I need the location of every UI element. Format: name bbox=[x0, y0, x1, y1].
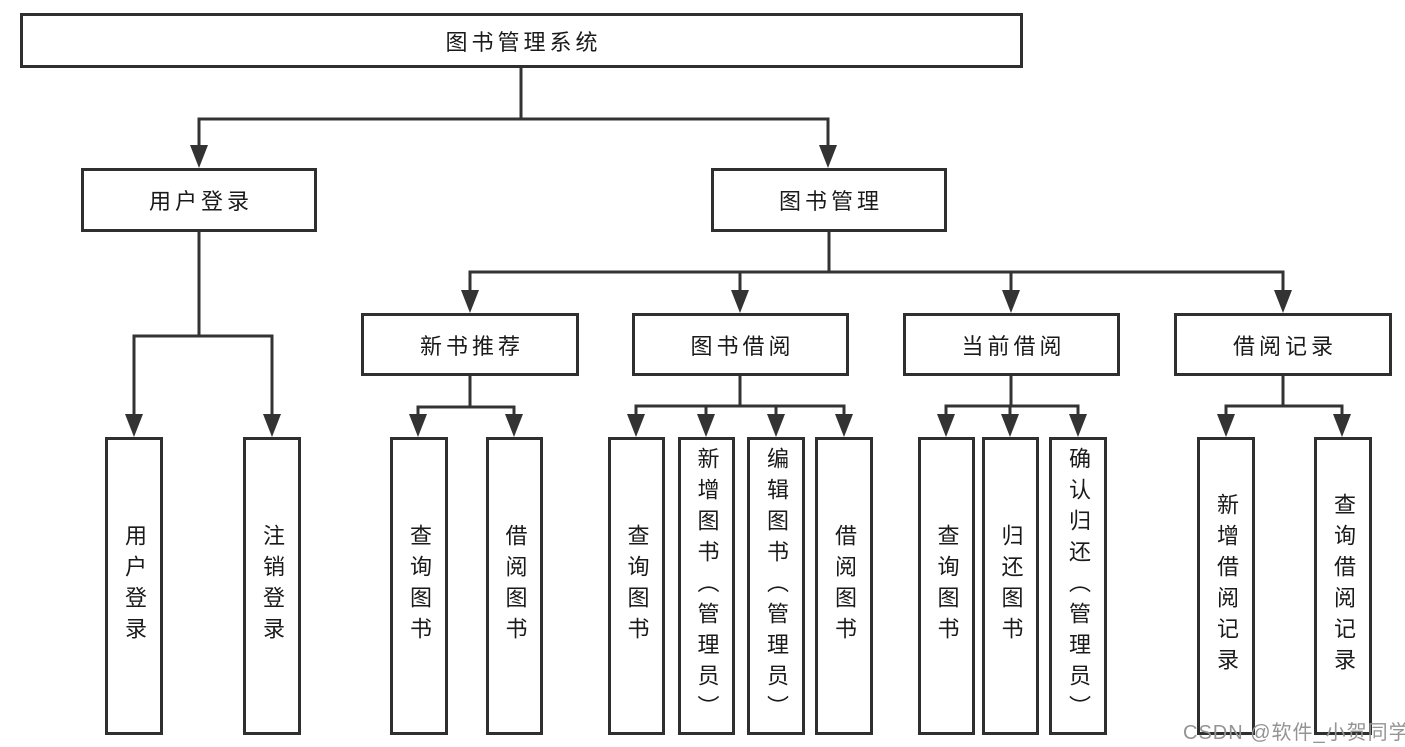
arrowhead bbox=[697, 414, 715, 437]
arrowhead bbox=[461, 290, 479, 313]
arrowhead bbox=[125, 414, 143, 437]
arrowhead bbox=[819, 145, 837, 168]
arrowhead bbox=[731, 290, 749, 313]
arrowhead bbox=[263, 414, 281, 437]
leaf-return-books: 归还图书 bbox=[982, 437, 1039, 735]
arrowhead bbox=[767, 414, 785, 437]
leaf-add-borrow-record: 新增借阅记录 bbox=[1197, 437, 1255, 735]
node-book-borrowing: 图书借阅 bbox=[632, 313, 849, 376]
node-new-book-recommend: 新书推荐 bbox=[361, 313, 579, 376]
node-borrow-records: 借阅记录 bbox=[1174, 313, 1392, 376]
leaf-borrow-books-borrowing: 借阅图书 bbox=[815, 437, 873, 735]
arrowhead bbox=[1274, 290, 1292, 313]
leaf-edit-books-admin: 编辑图书（管理员） bbox=[747, 437, 805, 735]
node-user-login: 用户登录 bbox=[81, 168, 317, 232]
watermark-csdn: CSDN @软件_小贺同学 bbox=[1183, 722, 1405, 744]
arrowhead bbox=[937, 414, 955, 437]
arrowhead bbox=[1217, 414, 1235, 437]
leaf-confirm-return-admin: 确认归还（管理员） bbox=[1049, 437, 1107, 735]
connector-paths bbox=[132, 66, 1344, 418]
leaf-query-borrow-record: 查询借阅记录 bbox=[1314, 437, 1372, 735]
leaf-add-books-admin: 新增图书（管理员） bbox=[678, 437, 735, 735]
arrowhead bbox=[1069, 414, 1087, 437]
arrowhead bbox=[409, 414, 427, 437]
node-library-system: 图书管理系统 bbox=[20, 13, 1023, 68]
leaf-user-login: 用户登录 bbox=[105, 437, 163, 735]
arrowhead bbox=[627, 414, 645, 437]
leaf-query-books-borrowing: 查询图书 bbox=[608, 437, 665, 735]
leaf-query-books-recommend: 查询图书 bbox=[390, 437, 448, 735]
arrowhead bbox=[505, 414, 523, 437]
arrowhead bbox=[190, 145, 208, 168]
arrowhead bbox=[835, 414, 853, 437]
leaf-borrow-books-recommend: 借阅图书 bbox=[486, 437, 543, 735]
arrowhead bbox=[1333, 414, 1351, 437]
leaf-logout-login: 注销登录 bbox=[243, 437, 301, 735]
node-book-management: 图书管理 bbox=[711, 168, 947, 232]
node-current-borrowing: 当前借阅 bbox=[903, 313, 1120, 376]
arrowhead bbox=[1002, 290, 1020, 313]
leaf-query-books-current: 查询图书 bbox=[918, 437, 975, 735]
arrowhead bbox=[1001, 414, 1019, 437]
